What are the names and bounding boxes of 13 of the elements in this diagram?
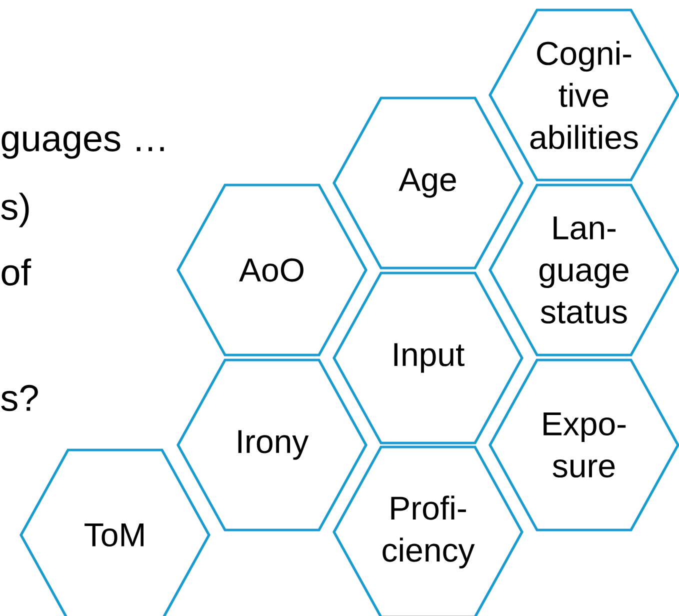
text-fragment: of: [2, 258, 32, 286]
hexagon: Age: [332, 96, 524, 270]
hexagon: Profi- ciency: [332, 446, 524, 616]
text-fragment: s): [1, 192, 29, 228]
text-fragment: s?: [1, 384, 38, 412]
text-fragment: guages …: [2, 131, 164, 159]
hexagon: Irony: [176, 358, 368, 532]
hexagon: Cogni- tive abilities: [488, 8, 679, 182]
hexagon: Lan- guage status: [488, 184, 679, 356]
hexagon: ToM: [20, 448, 210, 616]
hexagon: Expo- sure: [488, 358, 679, 532]
hexagon: Input: [332, 272, 524, 444]
hexagon: AoO: [176, 184, 368, 356]
